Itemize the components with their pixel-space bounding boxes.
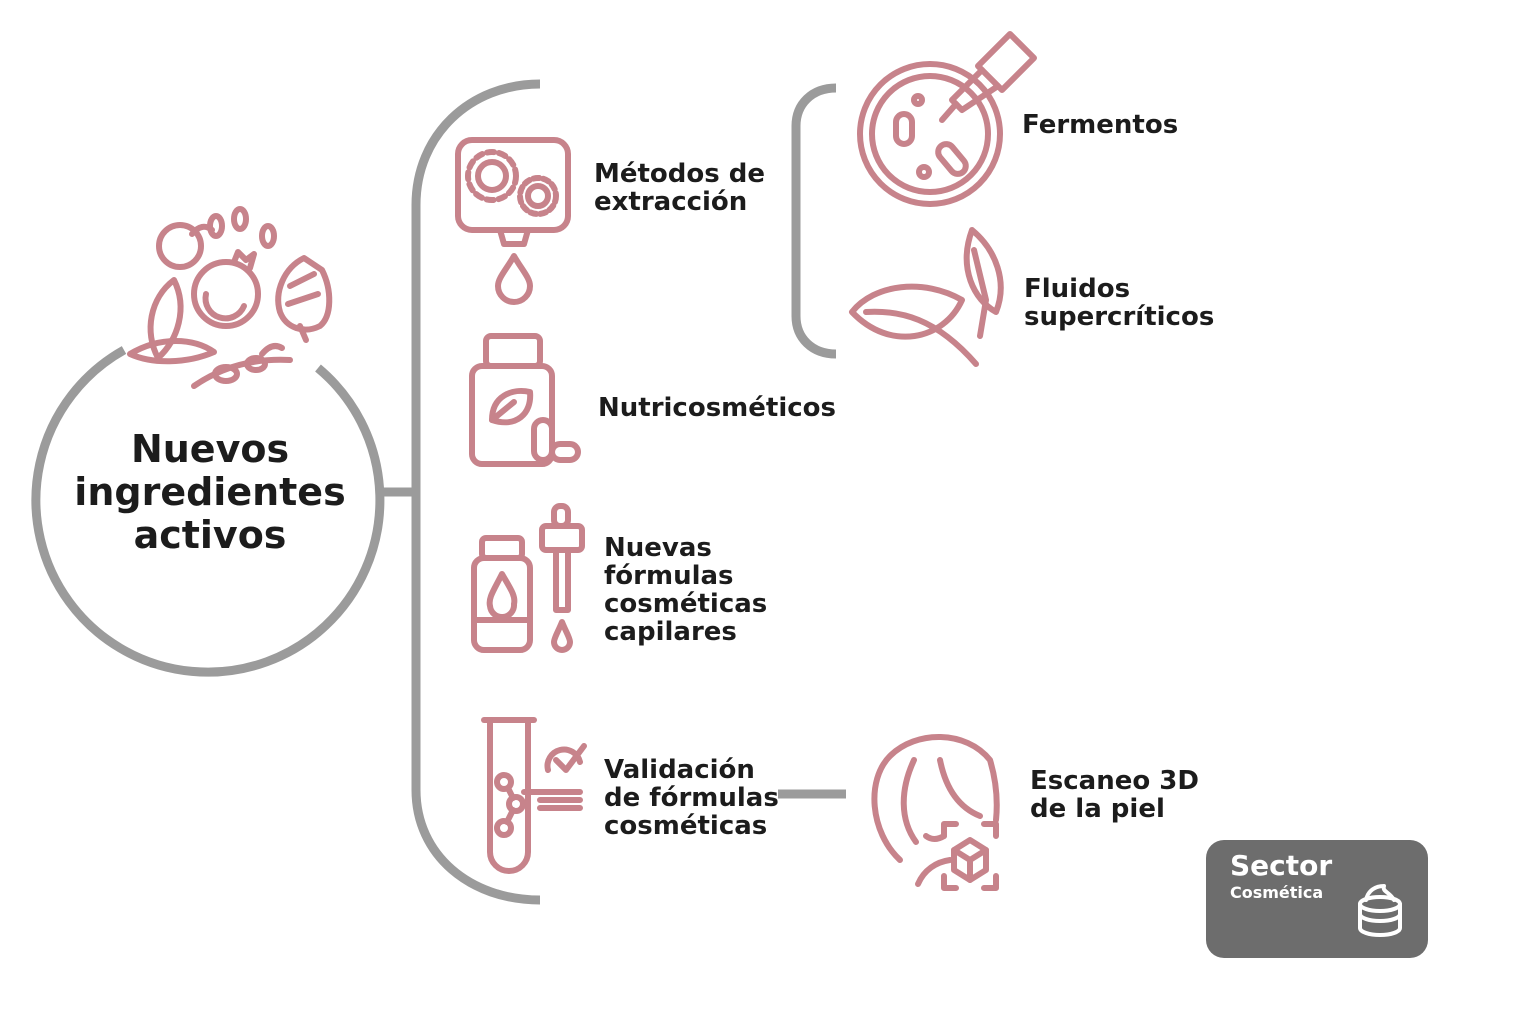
- test-tube-check-icon: [481, 717, 587, 874]
- label-nutricosmeticos: Nutricosméticos: [598, 393, 836, 423]
- petri-dish-icon: [857, 31, 1037, 207]
- label-fermentos: Fermentos: [1022, 110, 1179, 140]
- connectors: [31, 79, 846, 905]
- label-metodos-extraccion: Métodos de extracción: [594, 159, 766, 217]
- main-bracket: [411, 79, 541, 905]
- gears-drop-icon: [455, 137, 571, 305]
- face-scan-icon: [871, 734, 1000, 891]
- label-fluidos-supercriticos: Fluidos supercríticos: [1024, 274, 1215, 332]
- cream-jar-icon: [1358, 884, 1402, 937]
- badge-title: Sector: [1230, 849, 1333, 882]
- label-formulas-capilares: Nuevas fórmulas cosméticas capilares: [604, 533, 768, 647]
- central-circle-outline: [31, 346, 385, 677]
- ingredients-icon: [127, 206, 333, 389]
- sector-badge: Sector Cosmética: [1206, 840, 1428, 958]
- supplement-bottle-icon: [469, 333, 581, 467]
- dropper-bottle-icon: [471, 503, 585, 653]
- central-node-title: Nuevos ingredientes activos: [74, 427, 346, 557]
- badge-subtitle: Cosmética: [1230, 883, 1324, 902]
- label-validacion-formulas: Validación de fórmulas cosméticas: [604, 755, 779, 841]
- sub-bracket: [791, 83, 837, 359]
- leaves-icon: [849, 227, 1004, 367]
- label-escaneo-3d: Escaneo 3D de la piel: [1030, 766, 1199, 824]
